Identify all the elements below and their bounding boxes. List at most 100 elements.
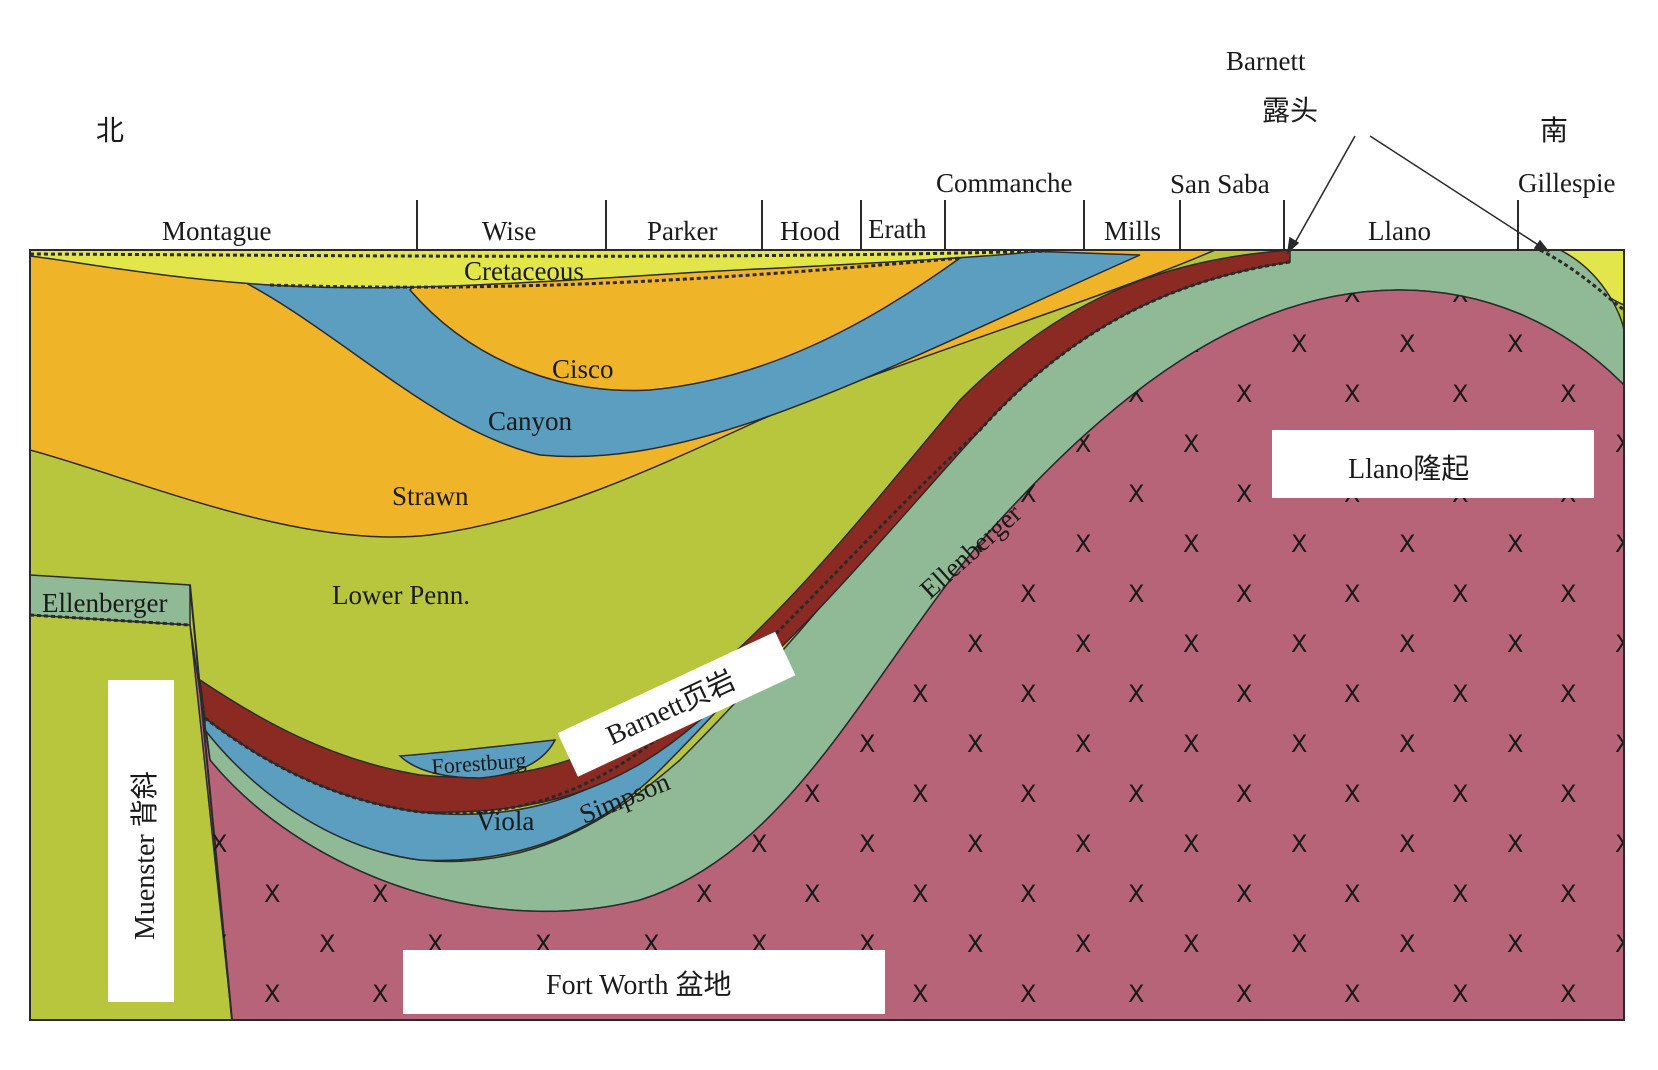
basement-x-mark: X [696, 880, 712, 908]
basement-x-mark: X [1075, 930, 1091, 958]
county-gillespie: Gillespie [1518, 168, 1615, 198]
unconformity-top [30, 250, 1051, 258]
basement-x-mark: X [1020, 880, 1036, 908]
basement-x-mark: X [1020, 680, 1036, 708]
basement-x-mark: X [859, 730, 875, 758]
basement-x-mark: X [1452, 580, 1468, 608]
basement-x-mark: X [912, 680, 928, 708]
basement-x-mark: X [1615, 930, 1631, 958]
basement-x-mark: X [1344, 680, 1360, 708]
basement-x-mark: X [1236, 980, 1252, 1008]
basement-x-mark: X [1291, 730, 1307, 758]
basement-x-mark: X [1615, 530, 1631, 558]
basement-x-mark: X [1236, 480, 1252, 508]
basement-x-mark: X [1020, 780, 1036, 808]
unconformity-ellenberger-left [30, 613, 191, 627]
direction-south-label: 南 [1540, 115, 1568, 147]
outcrop-arrows [1286, 135, 1550, 254]
basement-x-mark: X [804, 880, 820, 908]
basement-x-mark: X [1075, 730, 1091, 758]
basement-x-mark: X [1183, 830, 1199, 858]
county-montague: Montague [162, 216, 271, 246]
basement-x-mark: X [1399, 930, 1415, 958]
basement-x-mark: X [1399, 530, 1415, 558]
basement-x-mark: X [1183, 430, 1199, 458]
basement-x-mark: X [1507, 630, 1523, 658]
county-parker: Parker [647, 216, 717, 246]
basement-x-mark: X [1615, 630, 1631, 658]
basement-x-mark: X [1399, 330, 1415, 358]
basement-x-mark: X [1236, 680, 1252, 708]
county-dividers [416, 200, 1519, 250]
basement-x-mark: X [1183, 530, 1199, 558]
basement-x-mark: X [967, 730, 983, 758]
basement-x-mark: X [1399, 630, 1415, 658]
section-frame [29, 249, 1625, 1021]
county-wise: Wise [482, 216, 536, 246]
unit-strawn: Strawn [392, 481, 469, 511]
muenster-fault [189, 584, 233, 1020]
basement-x-mark: X [372, 980, 388, 1008]
basement-x-mark: X [1236, 380, 1252, 408]
basement-x-mark: X [1075, 530, 1091, 558]
basement-x-mark: X [372, 880, 388, 908]
basement-x-mark: X [859, 830, 875, 858]
basement-x-mark: X [211, 830, 227, 858]
basement-x-mark: X [1560, 880, 1576, 908]
county-commanche: Commanche [936, 168, 1072, 198]
unit-canyon: Canyon [488, 406, 572, 436]
basement-x-mark: X [1075, 830, 1091, 858]
outcrop-label-line2: 露头 [1262, 95, 1318, 127]
basement-x-mark: X [1452, 780, 1468, 808]
basement-x-mark: X [1128, 780, 1144, 808]
basement-x-mark: X [1344, 980, 1360, 1008]
layer-cretaceous [30, 250, 1051, 289]
basement-x-mark: X [1507, 730, 1523, 758]
basement-x-mark: X [1291, 830, 1307, 858]
basement-x-mark: X [1128, 580, 1144, 608]
basement-x-mark: X [1020, 580, 1036, 608]
callout-llano-uplift-label: Llano隆起 [1348, 453, 1469, 485]
basement-x-mark: X [319, 930, 335, 958]
basement-x-mark: X [1560, 580, 1576, 608]
basement-x-mark: X [1344, 880, 1360, 908]
basement-x-mark: X [1291, 930, 1307, 958]
basement-x-mark: X [1344, 280, 1360, 308]
basement-x-mark: X [1183, 730, 1199, 758]
basement-x-mark: X [1236, 580, 1252, 608]
basement-x-mark: X [1128, 680, 1144, 708]
basement-x-mark: X [967, 830, 983, 858]
county-mills: Mills [1104, 216, 1161, 246]
basement-x-mark: X [1615, 730, 1631, 758]
basement-x-mark: X [751, 830, 767, 858]
basement-x-mark: X [1128, 480, 1144, 508]
callout-fort-worth-basin-label: Fort Worth 盆地 [546, 969, 731, 1001]
county-llano: Llano [1368, 216, 1431, 246]
callout-muenster-arch: Muenster 背斜 [108, 680, 174, 1002]
basement-x-mark: X [1560, 980, 1576, 1008]
basement-x-mark: X [1344, 780, 1360, 808]
unit-cisco: Cisco [552, 354, 614, 384]
basement-x-mark: X [1560, 380, 1576, 408]
basement-x-mark: X [1507, 330, 1523, 358]
outcrop-label-line1: Barnett [1226, 46, 1306, 76]
basement-x-mark: X [1236, 880, 1252, 908]
basement-x-mark: X [1020, 980, 1036, 1008]
basement-x-mark: X [1452, 980, 1468, 1008]
basement-x-mark: X [264, 980, 280, 1008]
county-erath: Erath [868, 214, 927, 244]
basement-x-mark: X [1615, 430, 1631, 458]
basement-x-mark: X [1236, 780, 1252, 808]
unit-viola: Viola [476, 806, 534, 836]
basement-x-mark: X [1507, 830, 1523, 858]
basement-x-mark: X [1128, 980, 1144, 1008]
basement-x-mark: X [1183, 630, 1199, 658]
basement-x-mark: X [1344, 580, 1360, 608]
basement-x-mark: X [1507, 930, 1523, 958]
basement-x-mark: X [912, 780, 928, 808]
county-hood: Hood [780, 216, 840, 246]
unit-ellenberger-left: Ellenberger [42, 588, 167, 618]
basement-x-mark: X [1452, 880, 1468, 908]
callout-fort-worth-basin: Fort Worth 盆地 [403, 950, 885, 1014]
strata-group: X X X X X X X X X X X X X X X X X X X X X X X X X X X X X X X X X X X X X X X X… [30, 250, 1631, 1020]
